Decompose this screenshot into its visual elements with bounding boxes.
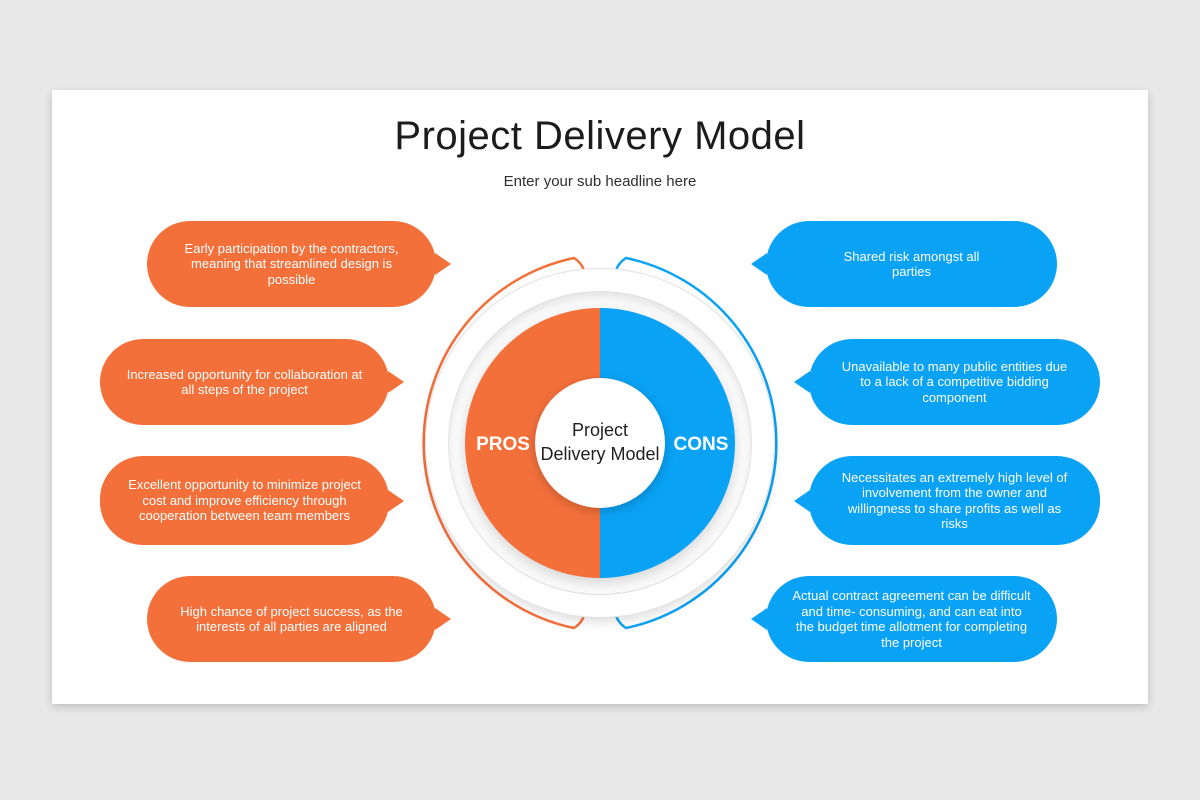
ring-outer-hairline xyxy=(425,268,775,618)
pros-bubble-3-text: Excellent opportunity to minimize projec… xyxy=(128,477,361,524)
pros-bubble-1: Early participation by the contractors, … xyxy=(147,221,451,307)
center-title-line1: Project xyxy=(572,420,628,440)
cons-bubble-1: Shared risk amongst all parties xyxy=(751,221,1057,307)
pros-bubble-4-text: High chance of project success, as the i… xyxy=(180,603,403,635)
cons-bubble-2: Unavailable to many public entities due … xyxy=(794,339,1100,425)
cons-bracket-arc xyxy=(613,256,778,630)
bubble-tail-left xyxy=(794,489,810,512)
center-title-line2: Delivery Model xyxy=(540,444,659,464)
pros-bubble-2: Increased opportunity for collaboration … xyxy=(100,339,404,425)
pros-bubble-2-text: Increased opportunity for collaboration … xyxy=(126,366,363,398)
pros-bubble-1-text: Early participation by the contractors, … xyxy=(184,240,399,287)
bubble-tail-left xyxy=(751,253,767,275)
page-subtitle: Enter your sub headline here xyxy=(503,173,697,190)
bubble-tail-right xyxy=(435,608,451,630)
pros-bracket-arc xyxy=(422,256,587,630)
page-title: Project Delivery Model xyxy=(394,114,806,158)
donut xyxy=(465,308,735,578)
cons-bubble-3: Necessitates an extremely high level of … xyxy=(794,456,1100,545)
cons-bubble-4-text: Actual contract agreement can be difficu… xyxy=(792,588,1031,650)
center-hub xyxy=(535,378,665,508)
bubble-tail-left xyxy=(751,608,767,630)
bubble-tail-right xyxy=(388,489,404,512)
cons-half xyxy=(600,308,735,578)
outer-ring xyxy=(425,268,775,618)
pros-half xyxy=(465,308,600,578)
ring-inner-hairline xyxy=(448,291,752,595)
bubble-tail-right xyxy=(435,253,451,275)
cons-bubble-2-text: Unavailable to many public entities due … xyxy=(841,358,1068,405)
bubble-tail-left xyxy=(794,371,810,393)
pros-bubble-4: High chance of project success, as the i… xyxy=(147,576,451,662)
bubble-tail-right xyxy=(388,371,404,393)
cons-bubble-3-text: Necessitates an extremely high level of … xyxy=(841,469,1068,532)
pros-cons-wheel: PROS CONS Project Delivery Model xyxy=(422,256,778,630)
cons-bubble-4: Actual contract agreement can be difficu… xyxy=(751,576,1057,662)
pros-label: PROS xyxy=(476,434,530,455)
pros-bubble-3: Excellent opportunity to minimize projec… xyxy=(100,456,404,545)
cons-bubble-1-text: Shared risk amongst all parties xyxy=(843,248,980,280)
slide-canvas: Project Delivery Model Enter your sub he… xyxy=(52,90,1148,704)
cons-label: CONS xyxy=(674,434,729,455)
